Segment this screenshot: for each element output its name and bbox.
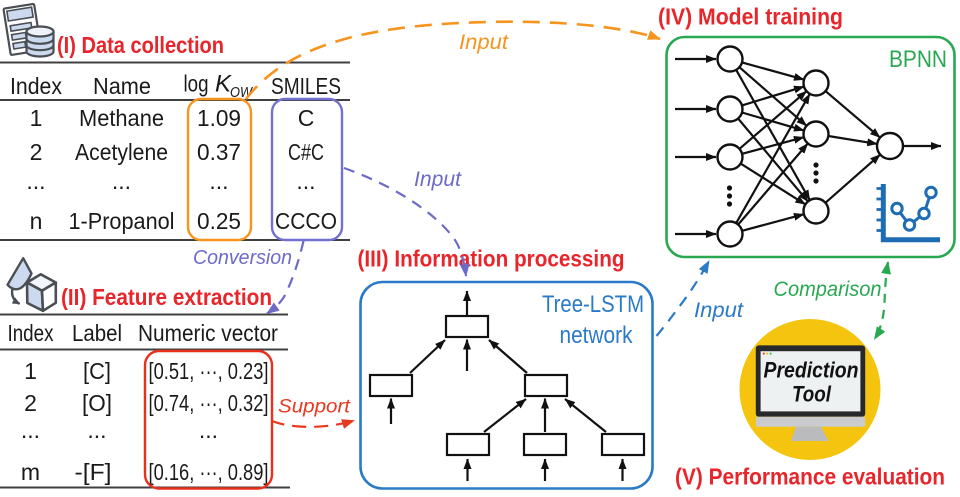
svg-text:(I) Data collection: (I) Data collection: [57, 32, 224, 58]
svg-text:Support: Support: [278, 397, 351, 418]
svg-text:K: K: [215, 71, 232, 98]
svg-text:2: 2: [30, 139, 43, 165]
svg-text:BPNN: BPNN: [889, 46, 947, 73]
svg-text:1: 1: [24, 358, 37, 384]
svg-text:0.37: 0.37: [197, 139, 241, 165]
svg-text:...: ...: [199, 417, 218, 443]
svg-text:(IV) Model training: (IV) Model training: [658, 4, 843, 30]
svg-text:Input: Input: [414, 168, 462, 191]
svg-text:1-Propanol: 1-Propanol: [69, 208, 175, 234]
svg-text:Acetylene: Acetylene: [75, 139, 168, 165]
svg-text:n: n: [30, 208, 43, 234]
svg-text:[0.74, ···, 0.32]: [0.74, ···, 0.32]: [149, 390, 269, 416]
svg-text:1.09: 1.09: [197, 105, 241, 131]
svg-text:0.25: 0.25: [197, 208, 241, 234]
svg-text:[C]: [C]: [83, 358, 111, 384]
svg-text:(V) Performance evaluation: (V) Performance evaluation: [675, 464, 945, 490]
svg-text:Methane: Methane: [79, 105, 164, 131]
svg-text:[0.16, ···, 0.89]: [0.16, ···, 0.89]: [149, 459, 269, 485]
svg-text:[0.51, ···, 0.23]: [0.51, ···, 0.23]: [149, 358, 269, 384]
svg-text:m: m: [21, 459, 40, 485]
svg-text:Label: Label: [72, 320, 122, 346]
svg-text:...: ...: [112, 168, 131, 194]
svg-text:...: ...: [26, 168, 45, 194]
svg-text:Input: Input: [694, 299, 744, 322]
svg-text:Tree-LSTM: Tree-LSTM: [542, 291, 644, 318]
svg-text:...: ...: [21, 417, 40, 443]
svg-text:network: network: [560, 322, 634, 349]
svg-text:Name: Name: [93, 73, 151, 99]
svg-text:CCCO: CCCO: [275, 208, 337, 234]
svg-text:2: 2: [24, 390, 37, 416]
svg-text:C#C: C#C: [288, 139, 324, 165]
svg-text:SMILES: SMILES: [271, 73, 341, 99]
svg-text:-[F]: -[F]: [75, 459, 112, 485]
svg-text:C: C: [298, 105, 315, 131]
svg-text:...: ...: [87, 417, 106, 443]
svg-text:...: ...: [296, 168, 315, 194]
svg-text:(III) Information processing: (III) Information processing: [358, 246, 625, 272]
svg-text:1: 1: [30, 105, 43, 131]
svg-text:...: ...: [209, 168, 228, 194]
svg-text:Comparison: Comparison: [774, 278, 882, 301]
svg-text:[O]: [O]: [82, 390, 112, 416]
svg-text:Prediction: Prediction: [764, 358, 859, 383]
svg-text:Index: Index: [8, 320, 54, 346]
svg-text:Index: Index: [10, 73, 62, 99]
svg-text:log: log: [184, 71, 209, 97]
svg-text:Numeric vector: Numeric vector: [138, 320, 278, 346]
svg-text:Conversion: Conversion: [193, 247, 292, 269]
svg-text:Input: Input: [459, 31, 509, 54]
svg-text:(II) Feature extraction: (II) Feature extraction: [61, 284, 272, 310]
svg-text:Tool: Tool: [792, 382, 832, 407]
